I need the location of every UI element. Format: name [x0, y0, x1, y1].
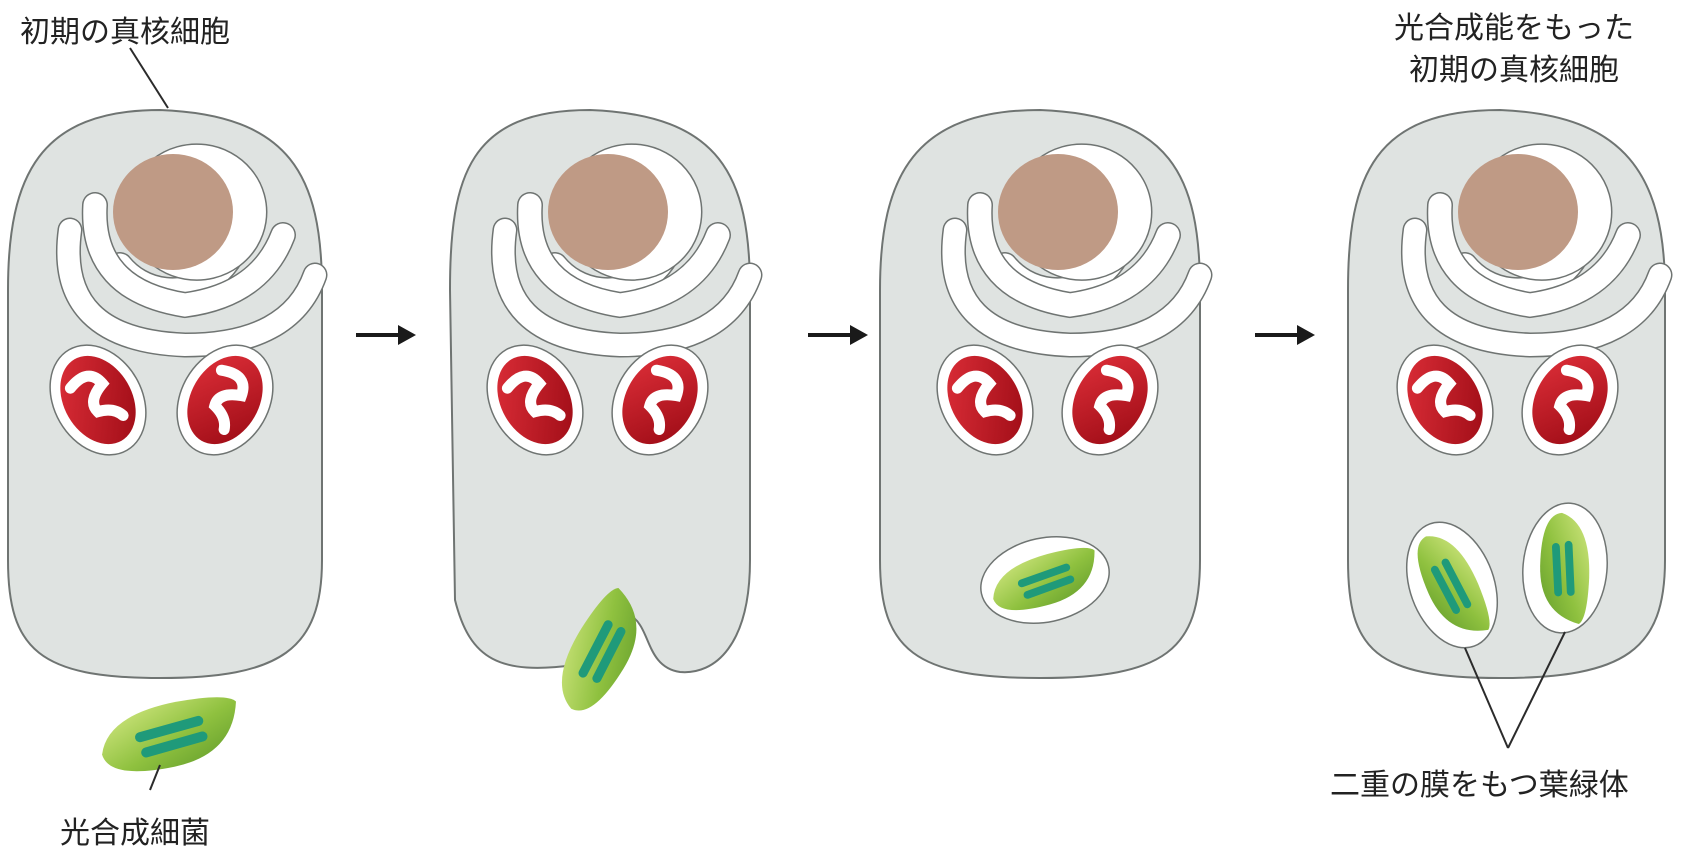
label-photosynthetic-eukaryote-line2: 初期の真核細胞: [1409, 53, 1619, 88]
free-photosynthetic-bacterium: [96, 693, 244, 777]
right-arrow-icon: [1255, 325, 1315, 345]
label-early-eukaryote: 初期の真核細胞: [20, 15, 230, 50]
cell-early-eukaryote: [8, 110, 322, 678]
label-photosynthetic-eukaryote-line1: 光合成能をもった: [1394, 11, 1634, 46]
right-arrow-icon: [808, 325, 868, 345]
cell-with-engulfed-bacterium: [880, 110, 1200, 678]
right-arrow-icon: [356, 325, 416, 345]
cell-photosynthetic-eukaryote: [1348, 110, 1665, 678]
leader-line-early-eukaryote: [130, 48, 168, 108]
label-photosynthetic-bacterium: 光合成細菌: [60, 816, 210, 851]
cell-engulfing: [450, 110, 750, 720]
label-double-membrane-chloroplast: 二重の膜をもつ葉緑体: [1330, 768, 1629, 803]
